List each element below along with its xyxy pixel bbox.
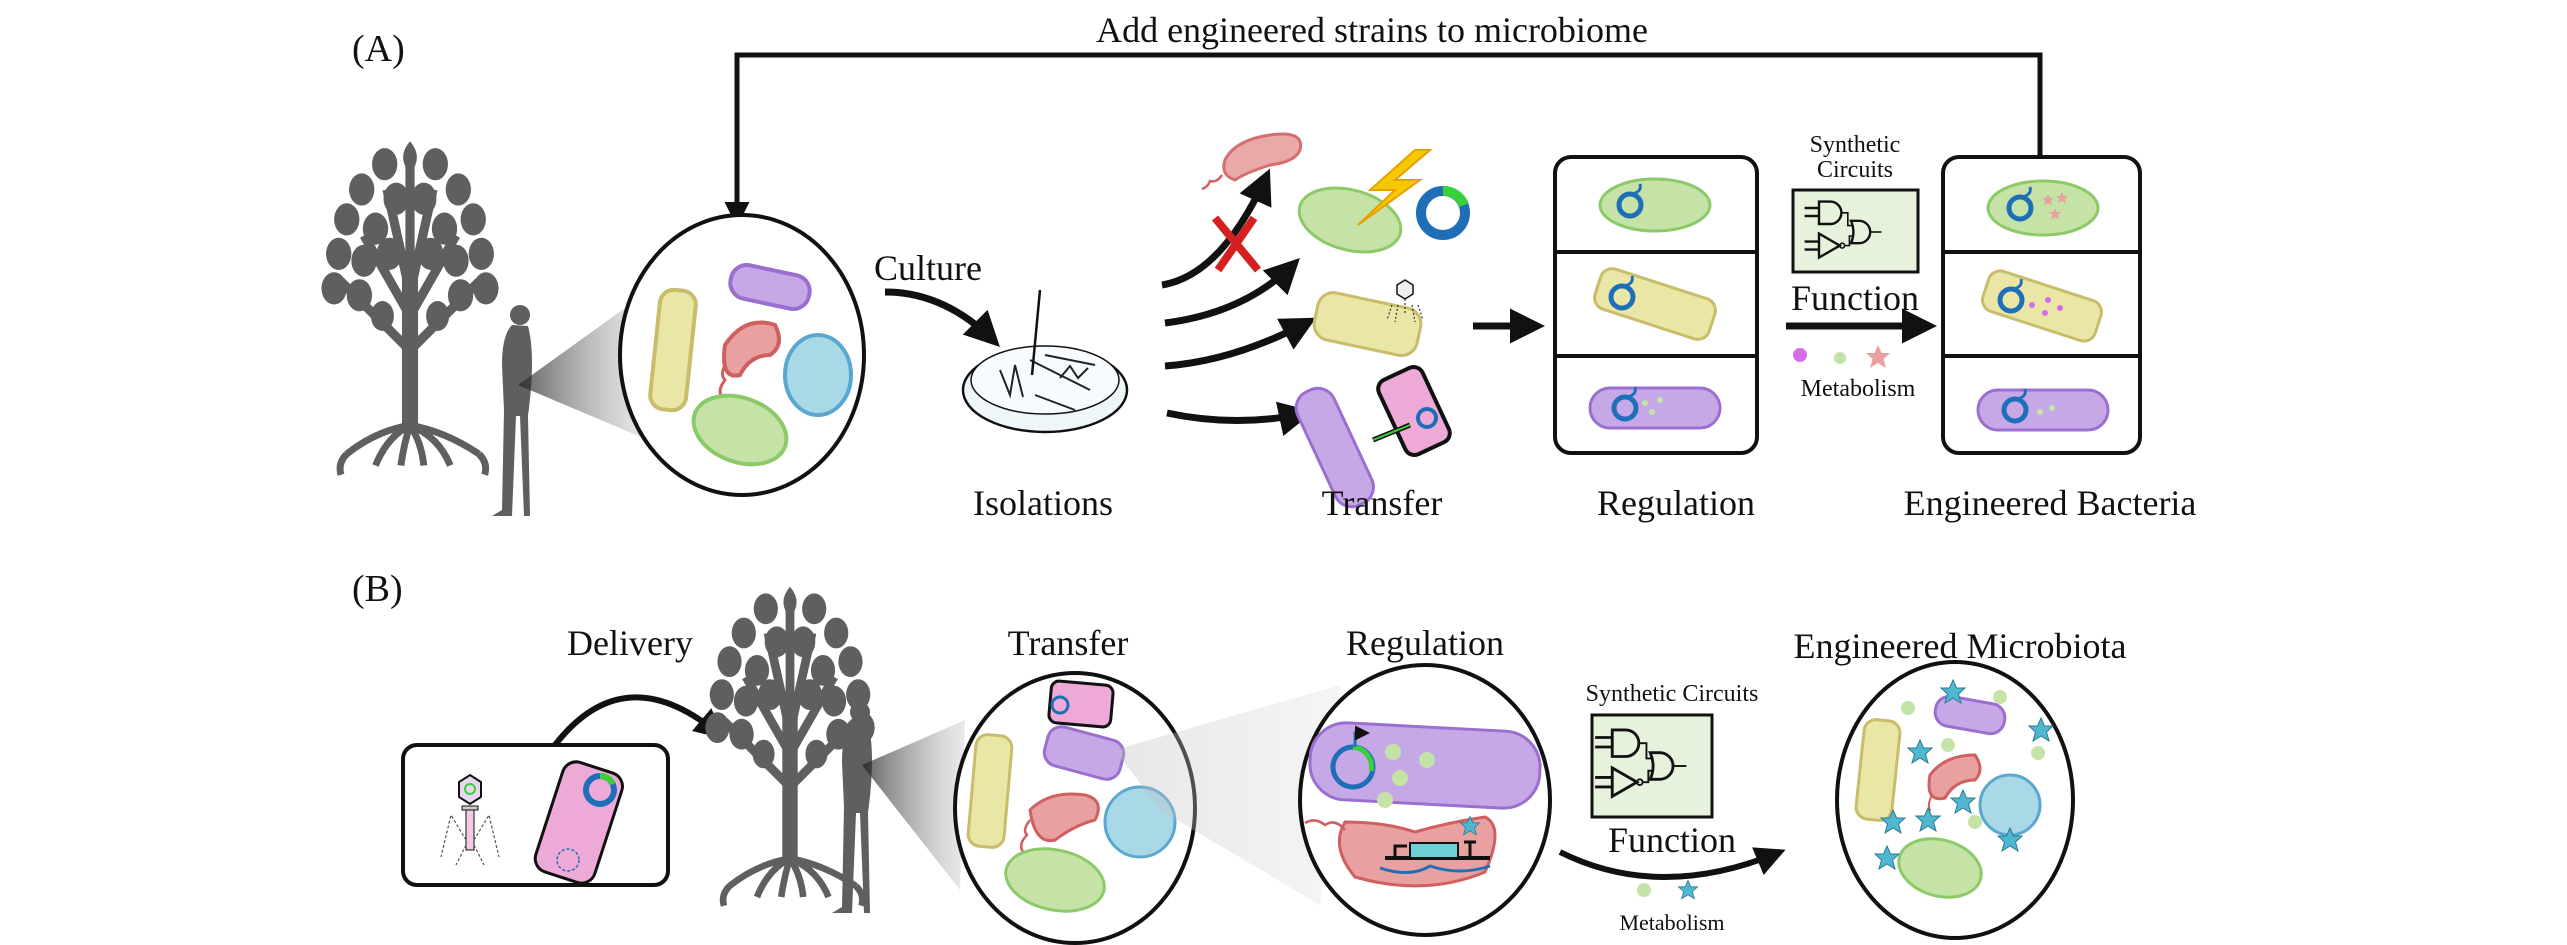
circuit-label-line1: Synthetic: [1809, 132, 1901, 158]
engineered-microbiota-circle: [1835, 660, 2075, 940]
microbiome-circle: [618, 213, 866, 497]
step-transfer-label: Transfer: [1321, 483, 1443, 523]
blocked-x-icon: [1211, 215, 1262, 273]
lightning-bolt-icon: [1357, 149, 1433, 226]
metabolism-label-b: Metabolism: [1619, 910, 1725, 935]
synthetic-circuit-box: [1791, 188, 1920, 274]
green-cell-electroporation: [1297, 186, 1403, 254]
step-engineered-label: Engineered Bacteria: [1903, 483, 2197, 523]
function-arrow-b: [1558, 847, 1786, 880]
regulation-label-b: Regulation: [1346, 623, 1504, 663]
transfer-circle: [953, 671, 1197, 945]
step-regulation-label: Regulation: [1597, 483, 1755, 523]
branch-arrow-4: [1166, 401, 1314, 436]
function-label-b: Function: [1607, 820, 1737, 860]
branch-arrow-3: [1164, 317, 1317, 370]
regulation-box: [1553, 155, 1759, 455]
panel-b: [401, 587, 2075, 945]
transfer-label-b: Transfer: [1007, 623, 1129, 663]
red-bacterium: [1222, 132, 1303, 182]
delivery-box: [401, 743, 670, 887]
culture-label: Culture: [874, 248, 982, 288]
zoom-cone: [518, 290, 650, 440]
plasmid-icon: [1416, 186, 1470, 240]
function-label: Function: [1790, 278, 1920, 318]
metabolite-icons: [1793, 345, 1890, 368]
yellow-cell-transduction: [1312, 291, 1423, 358]
branch-arrow-1: [1161, 168, 1272, 289]
metabolism-label: Metabolism: [1800, 376, 1916, 402]
circuit-label-b: Synthetic Circuits: [1585, 681, 1759, 707]
delivery-label: Delivery: [567, 623, 693, 663]
panel-a-label: (A): [352, 28, 405, 70]
purple-cell-conjugation: [1294, 386, 1375, 509]
phage-icon: [1386, 279, 1424, 323]
metabolite-icons-b: [1637, 880, 1698, 900]
step-isolations-label: Isolations: [973, 483, 1113, 523]
pink-donor-cell: [1376, 364, 1452, 458]
tree-silhouette-icon: [321, 141, 498, 475]
synthetic-circuit-box-b: [1590, 713, 1714, 819]
delivery-arrow: [552, 694, 725, 747]
panel-a: [321, 52, 2142, 516]
regulation-circle: [1298, 663, 1552, 937]
engineered-microbiota-label: Engineered Microbiota: [1793, 626, 2127, 666]
culture-arrow: [884, 288, 1000, 347]
person-silhouette-icon: [492, 305, 532, 516]
petri-dish-icon: [961, 289, 1129, 434]
feedback-arrow: [724, 52, 2043, 227]
zoom-cone-c: [1115, 685, 1340, 905]
branch-arrow-2: [1164, 258, 1300, 327]
zoom-cone-b: [862, 720, 965, 890]
engineered-bacteria-box: [1941, 155, 2142, 455]
feedback-label: Add engineered strains to microbiome: [1096, 10, 1648, 50]
circuit-label-line2: Circuits: [1817, 157, 1893, 183]
panel-b-label: (B): [352, 568, 403, 610]
